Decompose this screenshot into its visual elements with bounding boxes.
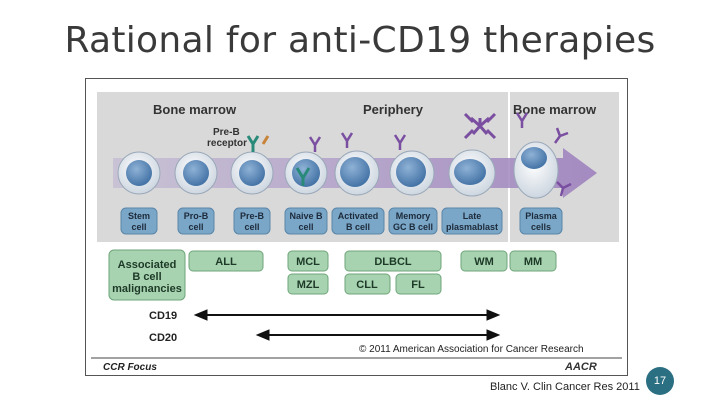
receptor-label: Pre-B [213,127,240,138]
naive-b-cell [284,136,328,195]
antibody-icon [553,127,569,144]
aacr-logo: AACR [564,361,597,373]
svg-text:FL: FL [411,279,425,291]
pre-b-receptor-icon [246,135,260,152]
svg-text:Associated: Associated [118,259,177,271]
stage-label-box: Naive B cell [284,207,328,235]
antibody-cluster-icon [463,112,497,140]
stage-label-box: Plasma cells [519,207,563,235]
malignancy-box: MZL [287,273,329,295]
malignancies: ALL MCL MZL DLBCL CLL FL WM MM [188,250,557,295]
slide-title: Rational for anti-CD19 therapies [64,20,656,61]
svg-text:MCL: MCL [296,256,320,268]
svg-text:DLBCL: DLBCL [374,256,412,268]
pro-b-cell [174,151,218,195]
svg-text:GC B cell: GC B cell [393,222,433,232]
svg-text:cell: cell [188,222,203,232]
svg-text:WM: WM [474,256,494,268]
activated-b-cell [334,132,380,196]
svg-text:B cell: B cell [132,271,161,283]
antibody-icon [393,134,407,150]
svg-text:cells: cells [531,222,551,232]
marker-label-cd20: CD20 [149,332,177,344]
cells [117,112,572,199]
svg-text:Activated: Activated [338,211,379,221]
receptor-label: receptor [207,138,247,149]
stage-label-box: Stem cell [120,207,158,235]
malignancy-box: WM [460,250,508,272]
stage-label-box: Activated B cell [331,207,385,235]
svg-text:cell: cell [298,222,313,232]
stage-label-box: Memory GC B cell [388,207,438,235]
page-number-badge: 17 [646,367,674,395]
malignancy-box: FL [395,273,442,295]
bcr-icon [295,167,311,186]
stage-labels: Stem cell Pro-B cell Pre-B cell Naive B … [120,207,563,235]
svg-text:CLL: CLL [356,279,378,291]
antibody-icon [556,181,572,197]
antibody-icon [515,112,529,128]
pre-b-cell [230,135,274,195]
antibody-icon [340,132,354,148]
malignancy-box: MM [509,250,557,272]
compartment-label: Periphery [363,102,424,117]
svg-text:Stem: Stem [128,211,150,221]
svg-text:Naive B: Naive B [289,211,323,221]
stage-label-box: Pro-B cell [177,207,215,235]
memory-gc-b-cell [389,134,435,196]
malignancy-box: CLL [344,273,391,295]
compartment-label: Bone marrow [513,102,597,117]
cd20-range-arrow [255,329,501,341]
malignancy-header: Associated B cell malignancies [108,249,186,301]
svg-text:Pro-B: Pro-B [184,211,209,221]
copyright-notice: © 2011 American Association for Cancer R… [359,344,584,355]
late-plasmablast [448,112,497,197]
antibody-icon [308,136,322,152]
malignancy-box: DLBCL [344,250,442,272]
svg-text:cell: cell [131,222,146,232]
svg-text:plasmablast: plasmablast [446,222,498,232]
svg-text:Memory: Memory [396,211,431,221]
svg-text:B cell: B cell [346,222,370,232]
svg-text:MM: MM [524,256,542,268]
stem-cell [117,151,161,195]
marker-label-cd19: CD19 [149,310,177,322]
svg-text:Plasma: Plasma [525,211,558,221]
svg-text:Late: Late [463,211,482,221]
malignancy-box: ALL [188,250,264,272]
compartment-label: Bone marrow [153,102,237,117]
citation: Blanc V. Clin Cancer Res 2011 [490,381,640,393]
b-cell-development-figure: Bone marrow Periphery Bone marrow Pre-B … [85,78,628,376]
malignancy-box: MCL [287,250,329,272]
svg-text:MZL: MZL [297,279,320,291]
cd19-range-arrow [193,309,501,321]
svg-text:ALL: ALL [215,256,237,268]
stage-label-box: Pre-B cell [233,207,271,235]
plasma-cell [513,112,572,199]
svg-text:malignancies: malignancies [112,283,182,295]
stage-label-box: Late plasmablast [441,207,503,235]
svg-text:cell: cell [244,222,259,232]
svg-text:Pre-B: Pre-B [240,211,265,221]
footer-label: CCR Focus [103,362,157,373]
